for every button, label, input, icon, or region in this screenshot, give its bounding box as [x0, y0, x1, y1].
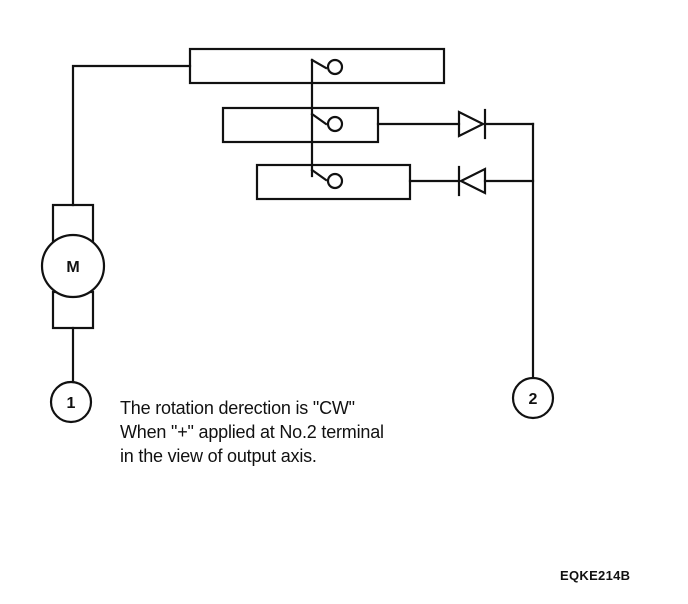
drawing-code: EQKE214B	[560, 568, 631, 583]
rotation-note: The rotation derection is "CW" When "+" …	[120, 396, 384, 468]
contact-point-1	[326, 58, 344, 76]
switch-bar-3	[255, 163, 412, 201]
motor-symbol	[40, 233, 106, 299]
switch-bar-2	[221, 106, 380, 144]
contact-arm-1	[310, 58, 328, 70]
terminal-1	[49, 380, 93, 424]
switch-bar-1	[188, 47, 446, 85]
contact-arm-2	[310, 112, 328, 126]
contact-point-3	[326, 172, 344, 190]
motor-label: M	[66, 259, 79, 276]
terminal-2	[511, 376, 555, 420]
diode-1	[457, 110, 486, 138]
terminal-2-label: 2	[529, 391, 538, 408]
terminal-1-label: 1	[67, 395, 76, 412]
contact-arm-3	[310, 168, 328, 182]
rotation-note-line-3: in the view of output axis.	[120, 446, 317, 466]
rotation-note-line-2: When "+" applied at No.2 terminal	[120, 422, 384, 442]
wire-motor-to-switch-1	[71, 64, 192, 207]
diode-2	[458, 167, 487, 195]
rotation-note-line-1: The rotation derection is "CW"	[120, 398, 355, 418]
contact-point-2	[326, 115, 344, 133]
